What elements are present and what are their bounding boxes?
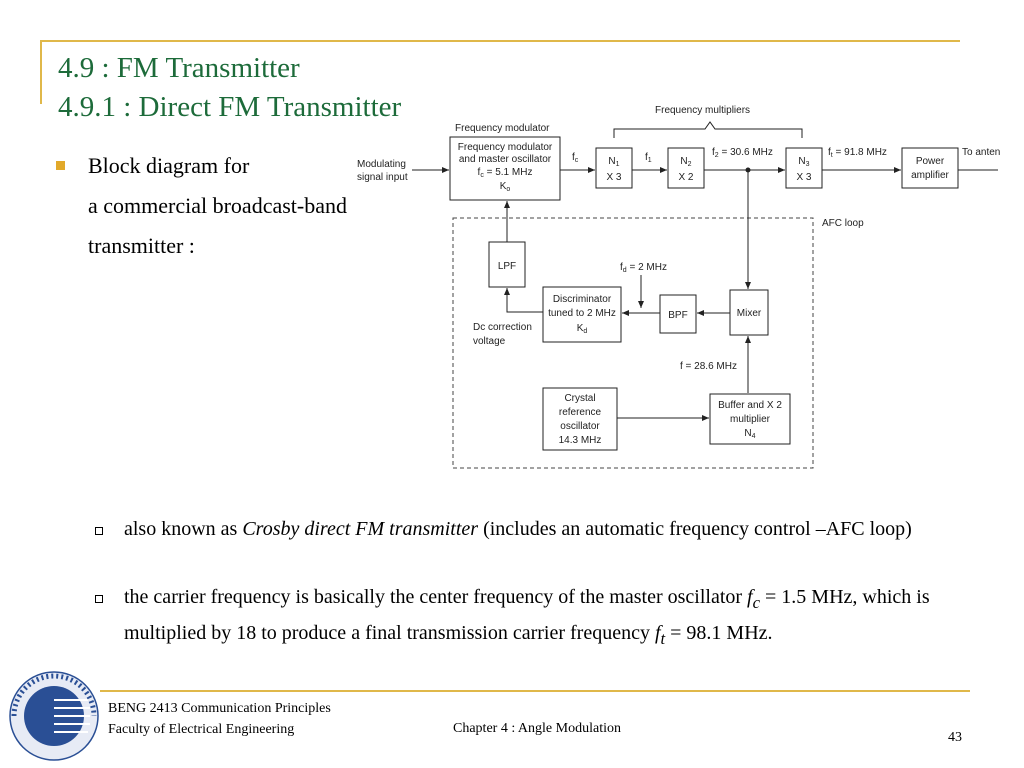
slide-title: 4.9 : FM Transmitter bbox=[58, 52, 300, 84]
label-afc-loop: AFC loop bbox=[822, 218, 864, 229]
afc-loop-boundary bbox=[452, 217, 814, 469]
label-modulating-input-1: Modulating bbox=[357, 159, 406, 170]
n2-label: N2 bbox=[680, 156, 691, 168]
discriminator-line-1: Discriminator bbox=[553, 294, 612, 305]
label-fd: fd = 2 MHz bbox=[620, 262, 667, 274]
discriminator-line-2: tuned to 2 MHz bbox=[548, 308, 616, 319]
sub-bullet-marker-1 bbox=[95, 527, 103, 535]
power-amp-line-1: Power bbox=[916, 156, 945, 167]
slide-subtitle: 4.9.1 : Direct FM Transmitter bbox=[58, 91, 402, 123]
bullet-line-2: a commercial broadcast-band bbox=[88, 193, 347, 218]
var-f-2: f bbox=[654, 622, 661, 644]
label-ft: ft = 91.8 MHz bbox=[828, 147, 887, 159]
label-frequency-multipliers-group: Frequency multipliers bbox=[655, 105, 750, 116]
footer-faculty: Faculty of Electrical Engineering bbox=[108, 722, 295, 737]
fm-block-line-4: Ko bbox=[500, 181, 511, 193]
block-bpf bbox=[659, 294, 697, 334]
n2-factor: X 2 bbox=[678, 172, 693, 183]
lpf-label: LPF bbox=[498, 261, 516, 272]
block-n1 bbox=[595, 147, 633, 189]
var-f: f bbox=[747, 586, 753, 608]
label-frequency-modulator-group: Frequency modulator bbox=[455, 123, 550, 134]
n3-factor: X 3 bbox=[796, 172, 811, 183]
junction-dot bbox=[745, 167, 751, 173]
sub-t: t bbox=[660, 629, 666, 648]
bullet-marker bbox=[56, 161, 65, 170]
page-number: 43 bbox=[948, 730, 962, 745]
buffer-line-3: N4 bbox=[744, 428, 755, 440]
crystal-line-3: oscillator bbox=[560, 421, 600, 432]
sub-bullet-marker-2 bbox=[95, 595, 103, 603]
sub-c: c bbox=[752, 593, 761, 612]
bullet-line-1: Block diagram for bbox=[88, 153, 250, 178]
left-rule bbox=[40, 40, 42, 104]
label-to-antenna: To antenna bbox=[962, 147, 1000, 158]
block-discriminator bbox=[542, 286, 622, 343]
label-f2: f2 = 30.6 MHz bbox=[712, 147, 773, 159]
block-power-amplifier bbox=[901, 147, 959, 189]
sub-bullet-1: also known as Crosby direct FM transmitt… bbox=[124, 514, 964, 544]
label-modulating-input-2: signal input bbox=[357, 172, 408, 183]
n1-factor: X 3 bbox=[606, 172, 621, 183]
n3-label: N3 bbox=[798, 156, 809, 168]
crystal-line-4: 14.3 MHz bbox=[559, 435, 602, 446]
discriminator-line-3: Kd bbox=[577, 323, 588, 335]
block-frequency-modulator bbox=[449, 136, 561, 201]
sub-bullet-2-text-3: = 98.1 MHz. bbox=[665, 622, 773, 644]
university-logo bbox=[9, 671, 99, 761]
top-rule bbox=[40, 40, 960, 42]
sub-bullet-2: the carrier frequency is basically the c… bbox=[124, 582, 964, 654]
footer-rule bbox=[100, 690, 970, 692]
buffer-line-1: Buffer and X 2 bbox=[718, 400, 782, 411]
buffer-line-2: multiplier bbox=[730, 414, 771, 425]
block-crystal-oscillator bbox=[542, 387, 618, 451]
sub-bullet-1-term: Crosby direct FM transmitter bbox=[242, 518, 479, 540]
footer-course: BENG 2413 Communication Principles bbox=[108, 701, 331, 716]
label-dc-correction-2: voltage bbox=[473, 336, 506, 347]
bpf-label: BPF bbox=[668, 310, 687, 321]
mixer-label: Mixer bbox=[737, 308, 762, 319]
n1-label: N1 bbox=[608, 156, 619, 168]
sub-bullet-2-text-2: = 1.5 MHz, which is multiplied by 18 to … bbox=[124, 586, 930, 644]
sub-bullet-2-text-1: the carrier frequency is basically the c… bbox=[124, 586, 748, 608]
label-fc: fc bbox=[572, 152, 579, 164]
block-buffer-multiplier bbox=[709, 393, 791, 445]
footer-chapter: Chapter 4 : Angle Modulation bbox=[453, 721, 621, 736]
crystal-line-1: Crystal bbox=[564, 393, 595, 404]
power-amp-line-2: amplifier bbox=[911, 170, 949, 181]
label-f1: f1 bbox=[645, 152, 652, 164]
label-f-mixer: f = 28.6 MHz bbox=[680, 361, 737, 372]
block-n3 bbox=[785, 147, 823, 189]
fm-block-line-3: fc = 5.1 MHz bbox=[478, 167, 533, 179]
crystal-line-2: reference bbox=[559, 407, 602, 418]
block-n2 bbox=[667, 147, 705, 189]
label-dc-correction-1: Dc correction bbox=[473, 322, 532, 333]
fm-block-line-1: Frequency modulator bbox=[458, 142, 553, 153]
arrow-discriminator-to-lpf bbox=[504, 288, 543, 313]
bullet-line-3: transmitter : bbox=[88, 233, 195, 258]
fm-block-line-2: and master oscillator bbox=[459, 154, 552, 165]
sub-bullet-1-pre: also known as bbox=[124, 518, 243, 540]
fm-transmitter-block-diagram: Frequency modulator Frequency multiplier… bbox=[357, 105, 1000, 469]
sub-bullet-1-post: (includes an automatic frequency control… bbox=[478, 518, 912, 540]
multipliers-brace bbox=[613, 121, 803, 138]
